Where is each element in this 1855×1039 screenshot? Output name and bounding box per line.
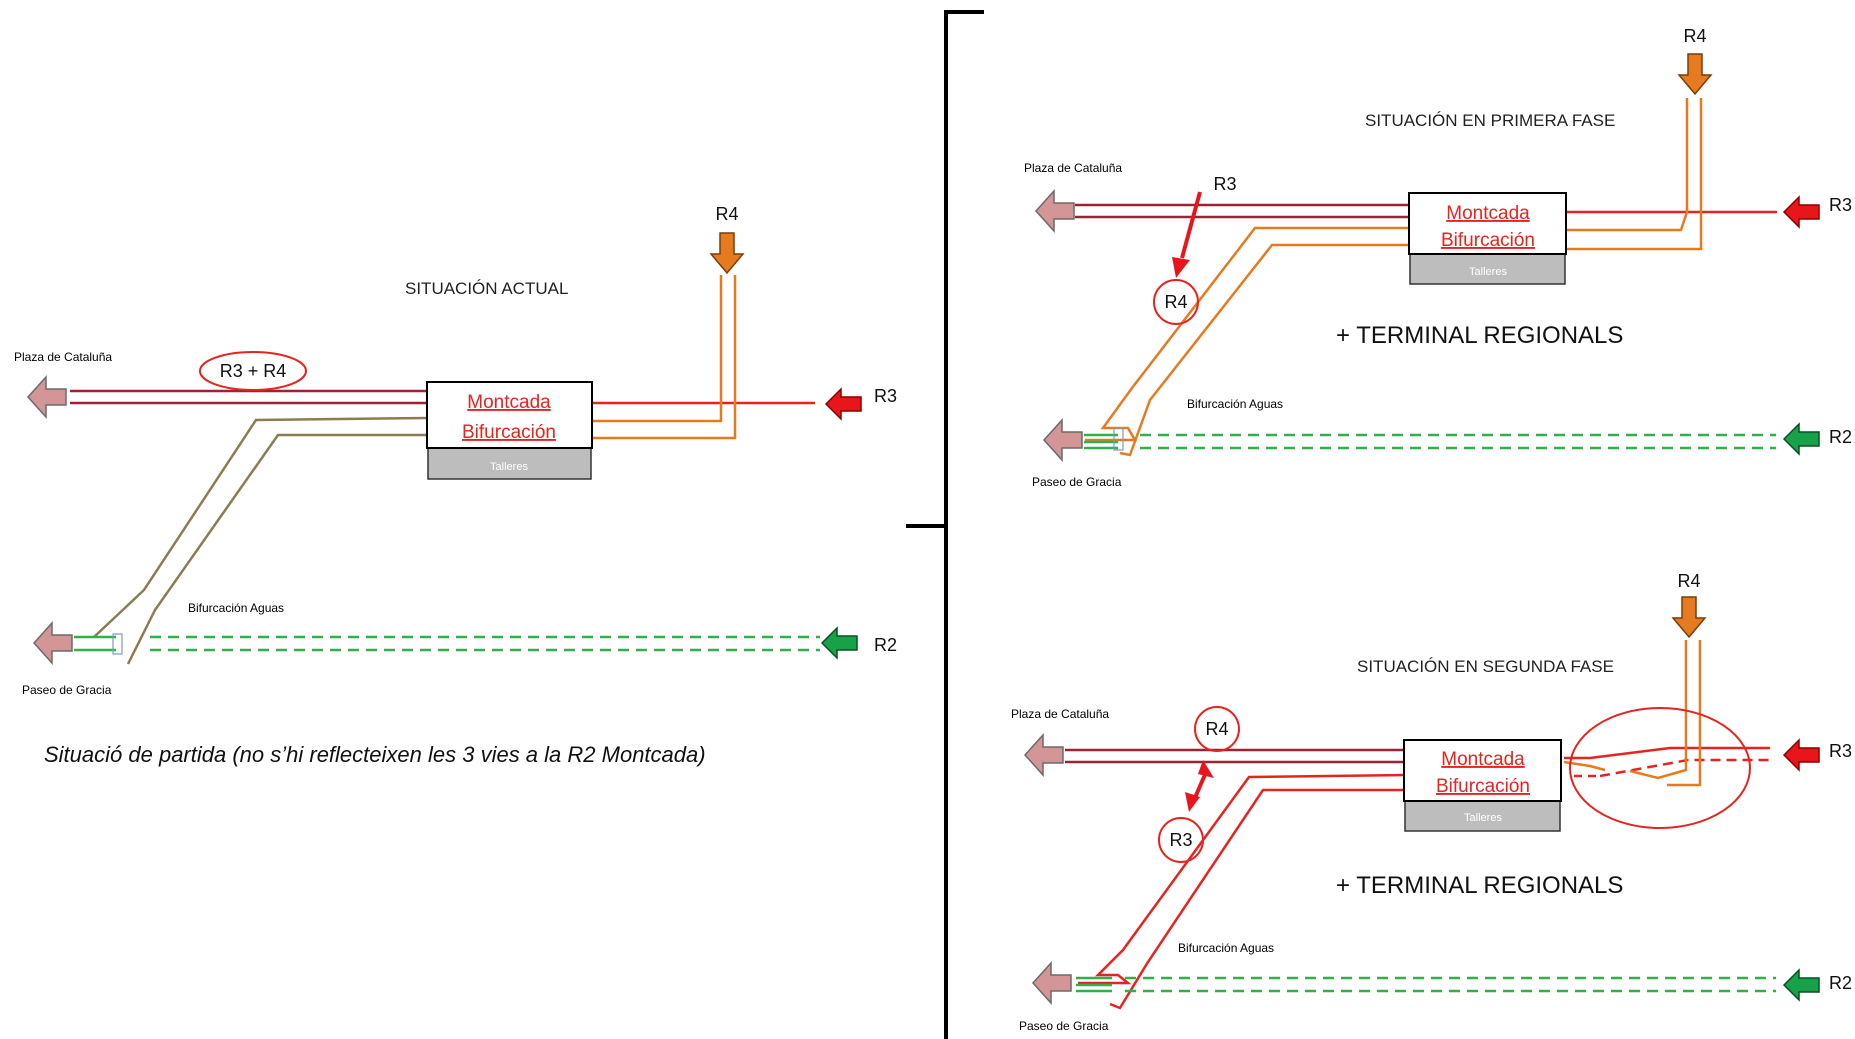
workshop-box [1404,800,1561,832]
track-montcada-to-paseo [1085,226,1410,457]
r4-label: R4 [715,204,738,224]
plaza-destination-arrow [1035,190,1075,232]
r4-arrow [710,232,744,274]
workshop-box [1409,253,1566,285]
r2-label: R2 [1829,427,1852,447]
panel-title: SITUACIÓN EN SEGUNDA FASE [1357,657,1614,676]
track-r4 [1566,98,1703,251]
r3-circle-label: R3 [1169,830,1192,850]
junction-label: Bifurcación Aguas [1178,941,1274,955]
platform-marker [1113,427,1124,451]
panel-current-situation: SITUACIÓN ACTUAL Talleres [14,204,897,767]
plaza-label: Plaza de Cataluña [1024,161,1122,175]
track-r4 [1563,640,1702,787]
r4-arrow [1672,596,1706,638]
r2-label: R2 [1829,973,1852,993]
r3-circle [1158,817,1204,863]
r3-label: R3 [1829,195,1852,215]
station-montcada: Talleres Montcada Bifurcación [1403,739,1562,832]
r3-arrow [825,388,862,420]
r4-circle-label: R4 [1205,719,1228,739]
r2-label: R2 [874,635,897,655]
r3-pointer-label: R3 [1213,174,1236,194]
paseo-destination-arrow [1043,419,1083,461]
track-r2 [1084,433,1776,450]
shared-route-ellipse [199,351,307,391]
station-name-line1: Montcada [1441,749,1525,770]
paseo-destination-arrow [1032,962,1072,1004]
track-to-plaza [1065,748,1405,764]
r3-pointer-arrow [1172,191,1202,278]
station-montcada: Talleres Montcada Bifurcación [1408,192,1567,285]
r4-circle [1153,279,1199,325]
paseo-label: Paseo de Gracia [1019,1019,1109,1033]
panel-first-phase: SITUACIÓN EN PRIMERA FASE [1024,26,1852,489]
station-name-line2: Bifurcación [462,422,556,443]
workshop-label: Talleres [490,461,528,473]
station-name-line1: Montcada [1446,203,1530,224]
track-r3-r4-to-plaza [70,389,428,405]
r2-arrow [821,627,858,659]
r4-label: R4 [1683,26,1706,46]
panel-second-phase: SITUACIÓN EN SEGUNDA FASE [1011,571,1852,1033]
r2-arrow [1783,969,1820,1001]
plaza-destination-arrow [27,376,67,418]
workshop-box [427,447,592,480]
r4-label: R4 [1677,571,1700,591]
terminal-label: + TERMINAL REGIONALS [1336,322,1623,349]
panel-title: SITUACIÓN ACTUAL [405,279,568,298]
track-to-plaza [1075,203,1410,219]
shared-route-label: R3 + R4 [220,361,287,381]
track-montcada-to-paseo [93,416,429,665]
terminal-label: + TERMINAL REGIONALS [1336,872,1623,899]
paseo-label: Paseo de Gracia [22,683,112,697]
modification-circle [1569,707,1751,829]
station-box [1403,739,1562,802]
station-name-line2: Bifurcación [1441,230,1535,251]
r4-circle [1194,706,1240,752]
station-name-line1: Montcada [467,392,551,413]
r2-arrow [1783,423,1820,455]
caption: Situació de partida (no s’hi reflecteixe… [44,742,706,767]
station-montcada: Talleres Montcada Bifurcación [426,381,593,480]
platform-marker [112,633,123,655]
phase-bracket [906,10,984,1039]
junction-label: Bifurcación Aguas [188,601,284,615]
track-r3 [1564,746,1770,778]
paseo-destination-arrow [33,622,73,664]
plaza-label: Plaza de Cataluña [14,350,112,364]
station-box [1408,192,1567,255]
workshop-label: Talleres [1464,812,1502,824]
r4-circle-label: R4 [1164,292,1187,312]
r3-label: R3 [1829,741,1852,761]
r3-label: R3 [874,386,897,406]
track-r4 [590,275,737,440]
station-name-line2: Bifurcación [1436,776,1530,797]
r4-arrow [1678,53,1712,95]
track-montcada-to-paseo [1078,773,1406,1010]
track-r2 [74,635,820,652]
r3-arrow [1783,196,1820,228]
r3-arrow [1783,739,1820,771]
paseo-label: Paseo de Gracia [1032,475,1122,489]
plaza-destination-arrow [1024,734,1064,776]
plaza-label: Plaza de Cataluña [1011,707,1109,721]
workshop-label: Talleres [1469,266,1507,278]
panel-title: SITUACIÓN EN PRIMERA FASE [1365,111,1615,130]
swap-double-arrow [1185,760,1214,812]
track-r2 [1076,976,1776,993]
junction-label: Bifurcación Aguas [1187,397,1283,411]
station-box [426,381,593,449]
